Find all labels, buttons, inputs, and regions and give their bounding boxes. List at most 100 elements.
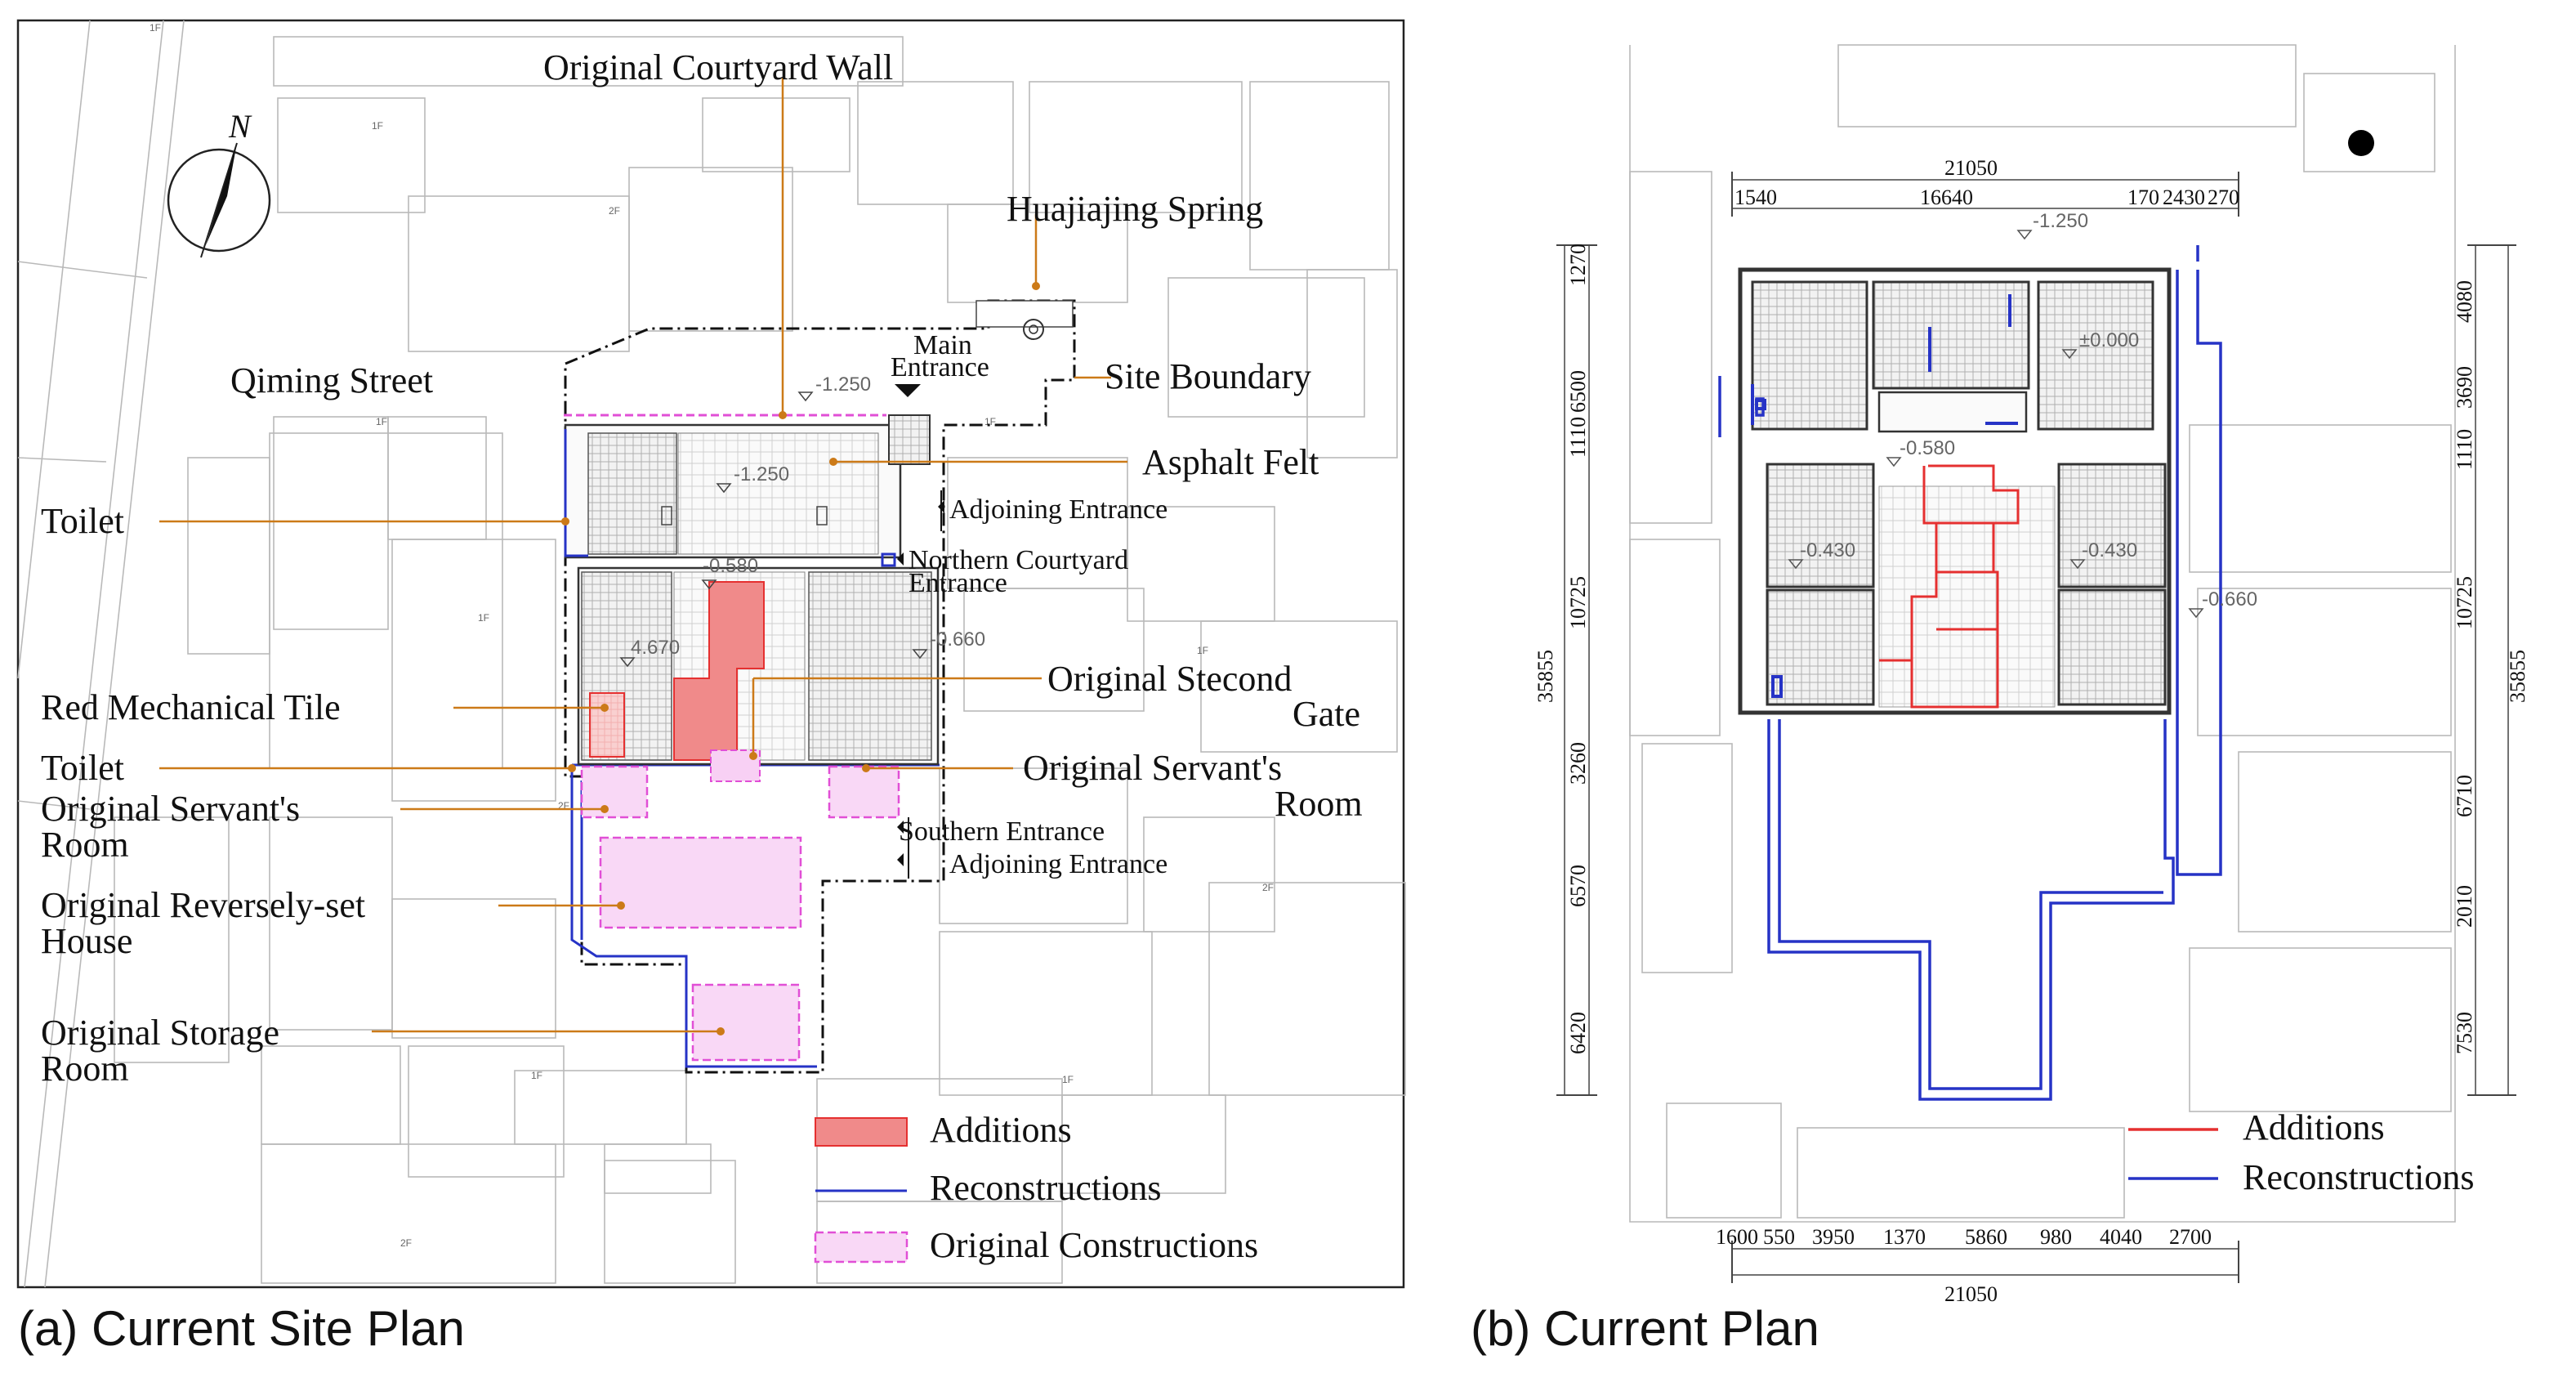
- dim-left: 6500: [1566, 370, 1590, 413]
- plan-additions: [1879, 464, 2020, 709]
- dim-right: 3690: [2453, 366, 2476, 409]
- plan-elevation-label: -0.430: [1800, 539, 1855, 561]
- label-main-entrance: Main: [913, 330, 972, 360]
- label-second-gate-2: Gate: [1292, 694, 1360, 734]
- label-street: Qiming Street: [230, 360, 433, 400]
- floor-tag: 2F: [400, 1237, 412, 1249]
- markers: [895, 300, 1074, 879]
- leader-dots: [561, 282, 1040, 1035]
- dim-bottom: 3950: [1812, 1225, 1855, 1249]
- dim-right: 6710: [2453, 775, 2476, 817]
- dim-top: 1540: [1734, 186, 1777, 209]
- plan-elevation-label: -0.660: [2202, 588, 2257, 610]
- site-plan-panel: 1F 1F 2F 1F 1F 1F 1F 2F 2F 1F 2F 1F N: [16, 19, 1406, 1356]
- floor-tag: 2F: [609, 205, 620, 217]
- label-reversely-set-house-2: House: [41, 921, 132, 961]
- legend-site-plan: Additions Reconstructions Original Const…: [814, 1110, 1258, 1265]
- label-servant-room-left-2: Room: [41, 825, 129, 865]
- red-mechanical-tile-block: [589, 692, 625, 758]
- dim-bottom: 4040: [2100, 1225, 2142, 1249]
- original-constructions: [580, 765, 900, 1062]
- north-label: N: [228, 108, 252, 145]
- plan-building: [1738, 267, 2172, 715]
- elevation-marks: -1.250 -1.250 -0.580 4.670 -0.660: [619, 373, 985, 668]
- dim-top: 170: [2127, 186, 2159, 209]
- elevation-label: -0.580: [703, 555, 758, 577]
- dim-top: 270: [2208, 186, 2239, 209]
- label-toilet-south: Toilet: [41, 748, 124, 788]
- elevation-label: -1.250: [815, 373, 871, 396]
- dim-right: 2010: [2453, 885, 2476, 928]
- label-adjoining-entrance-south: Adjoining Entrance: [949, 849, 1167, 879]
- label-spring: Huajiajing Spring: [1007, 189, 1263, 229]
- label-servant-room-right-2: Room: [1275, 784, 1363, 824]
- dim-right: 7530: [2453, 1012, 2476, 1054]
- dimension-lines: [1556, 172, 2516, 1283]
- dim-left-total: 35855: [1534, 650, 1557, 703]
- dim-bottom: 1600: [1716, 1225, 1758, 1249]
- label-adjoining-entrance-north: Adjoining Entrance: [949, 494, 1167, 525]
- north-courtyard: [564, 414, 931, 559]
- floor-tag: 1F: [376, 416, 387, 427]
- label-northern-courtyard-2: Entrance: [909, 568, 1007, 598]
- dim-top: 2430: [2163, 186, 2205, 209]
- north-arrow: N: [167, 108, 271, 258]
- legend-label-reconstructions: Reconstructions: [930, 1168, 1162, 1208]
- legend-current-plan: Additions Reconstructions: [2128, 1107, 2475, 1197]
- label-storage-room-2: Room: [41, 1049, 129, 1089]
- plan-elevation-label: -0.430: [2082, 539, 2137, 561]
- caption-current-plan: (b) Current Plan: [1471, 1301, 1819, 1356]
- floor-tag: 2F: [1262, 882, 1274, 893]
- dim-right: 1110: [2453, 429, 2476, 470]
- floor-tag: 1F: [1197, 645, 1208, 656]
- dim-bottom: 2700: [2169, 1225, 2212, 1249]
- middle-courtyard: [577, 566, 940, 782]
- annotations: Original Courtyard Wall Huajiajing Sprin…: [41, 47, 1363, 1089]
- context-buildings: [17, 20, 1406, 1288]
- label-courtyard-wall: Original Courtyard Wall: [543, 47, 893, 87]
- floor-tag: 1F: [531, 1070, 542, 1081]
- dim-left: 1110: [1566, 417, 1590, 458]
- plan-elevation-label: -0.580: [1900, 437, 1955, 459]
- southern-entrance-arrow-icon: [897, 821, 904, 834]
- legend-label-additions: Additions: [930, 1110, 1072, 1150]
- label-northern-courtyard: Northern Courtyard: [909, 545, 1128, 575]
- dim-left: 1270: [1566, 244, 1590, 286]
- dim-left: 3260: [1566, 742, 1590, 785]
- dimension-texts: 21050 1540 16640 170 2430 270 21050 1600…: [1534, 156, 2529, 1306]
- plan-elevation-label: ±0.000: [2079, 329, 2139, 351]
- floor-tag: 1F: [372, 120, 383, 132]
- dim-top: 16640: [1920, 186, 1973, 209]
- label-servant-room-left: Original Servant's: [41, 789, 300, 829]
- dim-left: 6570: [1566, 865, 1590, 907]
- southern-adjoining-arrow-icon: [897, 853, 904, 866]
- legend-label-plan-reconstructions: Reconstructions: [2243, 1157, 2475, 1197]
- dim-right-total: 35855: [2506, 650, 2529, 703]
- label-red-tile: Red Mechanical Tile: [41, 687, 341, 727]
- plan-elevation-label: -1.250: [2033, 210, 2088, 232]
- northern-entrance-arrow-icon: [897, 552, 904, 566]
- label-reversely-set-house: Original Reversely-set: [41, 885, 365, 925]
- legend-label-original: Original Constructions: [930, 1225, 1258, 1265]
- label-main-entrance-2: Entrance: [891, 352, 989, 382]
- floor-tag: 1F: [1062, 1074, 1074, 1085]
- elevation-label: -1.250: [734, 463, 789, 485]
- legend-swatch-additions: [815, 1117, 908, 1147]
- label-storage-room: Original Storage: [41, 1013, 279, 1053]
- label-toilet-north: Toilet: [41, 501, 124, 541]
- plan-reconstructions: [1718, 245, 2222, 1101]
- caption-site-plan: (a) Current Site Plan: [18, 1301, 465, 1356]
- label-southern-entrance: Southern Entrance: [899, 816, 1105, 847]
- plan-elevations: -1.250 ±0.000 -0.580 -0.430 -0.430 -0.66…: [1788, 210, 2257, 619]
- current-plan-panel: -1.250 ±0.000 -0.580 -0.430 -0.430 -0.66…: [1471, 44, 2529, 1356]
- dim-bottom: 550: [1763, 1225, 1795, 1249]
- dim-bottom: 5860: [1965, 1225, 2007, 1249]
- label-second-gate: Original Stecond: [1047, 659, 1292, 699]
- dim-right: 10725: [2453, 576, 2476, 629]
- leader-lines: [159, 78, 1127, 1033]
- floor-tag: 1F: [478, 612, 489, 624]
- dim-bottom-total: 21050: [1944, 1282, 1998, 1306]
- label-asphalt-felt: Asphalt Felt: [1142, 442, 1319, 482]
- elevation-label: -0.660: [930, 628, 985, 651]
